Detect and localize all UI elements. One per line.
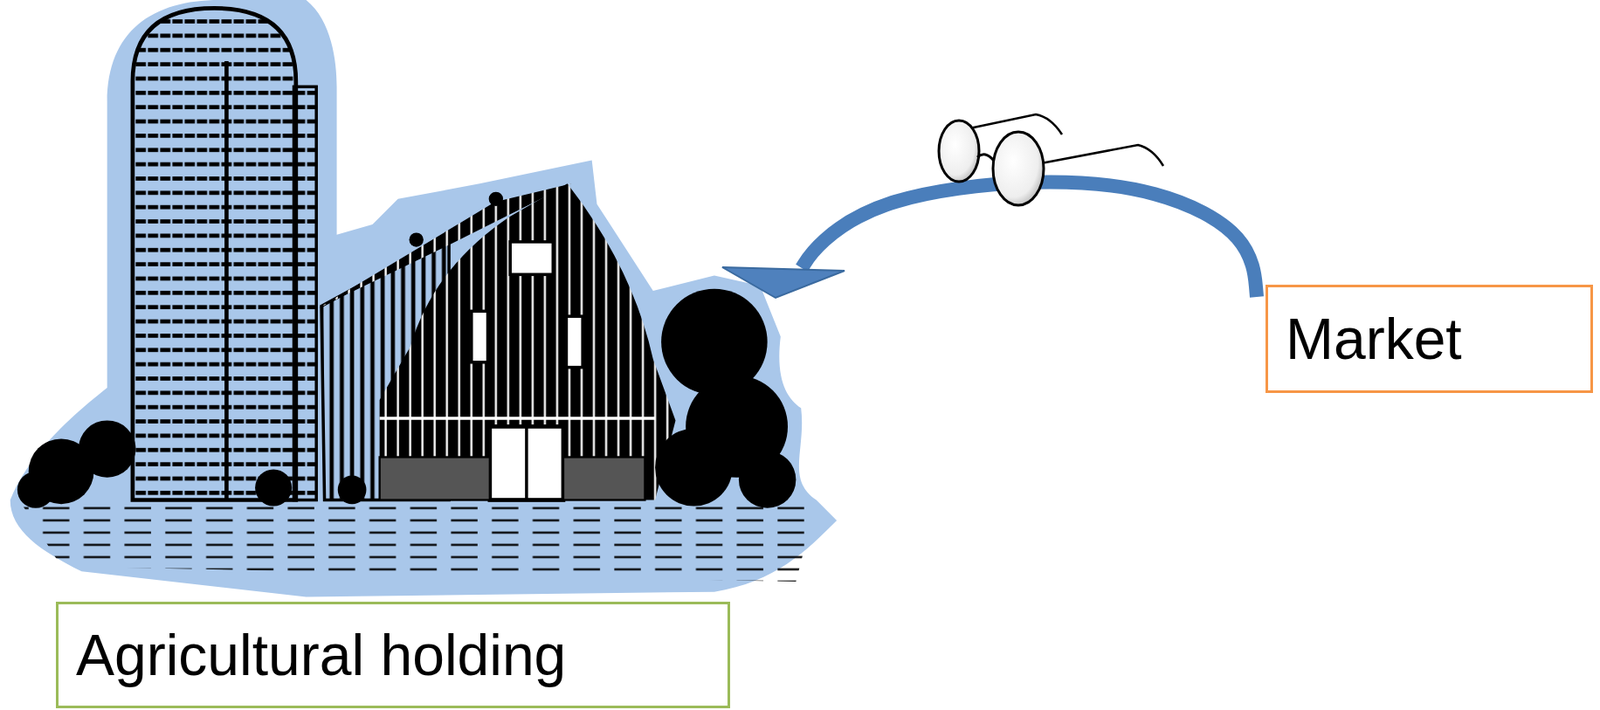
node-label: Market <box>1285 305 1463 373</box>
arrow-shaft <box>801 181 1257 297</box>
market-box: Market <box>1265 284 1594 394</box>
curved-arrow <box>722 181 1257 298</box>
node-label: Agricultural holding <box>55 601 731 709</box>
holding-node: Agricultural holding <box>0 0 776 710</box>
arrow-head <box>722 267 845 298</box>
